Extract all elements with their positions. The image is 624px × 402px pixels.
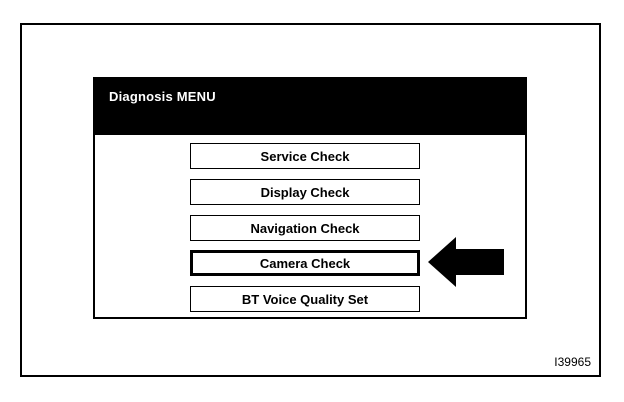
screen-header: Diagnosis MENU <box>95 79 525 135</box>
camera-check-button[interactable]: Camera Check <box>190 250 420 276</box>
display-check-button[interactable]: Display Check <box>190 179 420 205</box>
left-arrow-icon <box>428 237 504 287</box>
bt-voice-quality-set-button[interactable]: BT Voice Quality Set <box>190 286 420 312</box>
screen-title: Diagnosis MENU <box>109 89 216 104</box>
service-check-button[interactable]: Service Check <box>190 143 420 169</box>
figure-id: I39965 <box>554 355 591 369</box>
navigation-check-button[interactable]: Navigation Check <box>190 215 420 241</box>
